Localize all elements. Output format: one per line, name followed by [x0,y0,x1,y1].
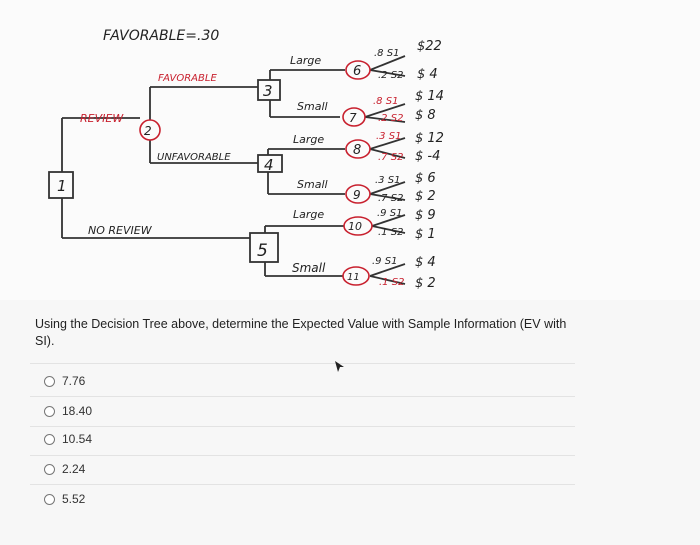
n11-s1-prob: .9 S1 [372,256,397,267]
option-1[interactable]: 7.76 [44,374,85,388]
node5-small-label: Small [292,261,326,275]
question-text: Using the Decision Tree above, determine… [35,317,567,348]
favorable-label: FAVORABLE [158,73,217,84]
node-8-label: 8 [353,143,361,158]
node-7-label: 7 [349,111,357,125]
n7-s1-payoff: $ 14 [415,89,444,104]
option-5-radio[interactable] [44,493,55,505]
divider [30,396,575,397]
option-2-radio[interactable] [44,405,55,417]
n8-s2-payoff: $ -4 [415,149,440,164]
option-3-radio[interactable] [44,433,55,445]
n6-s2-payoff: $ 4 [417,67,438,82]
n10-s2-payoff: $ 1 [415,227,436,242]
node-11-circle [342,266,370,286]
n10-s1-payoff: $ 9 [415,208,436,223]
n7-s2-prob: .2 S2 [378,113,403,124]
n6-s2-prob: .2 S2 [378,70,403,81]
node4-small-label: Small [297,178,328,191]
divider [30,455,575,456]
n8-s1-payoff: $ 12 [415,131,444,146]
option-4[interactable]: 2.24 [44,462,85,476]
option-3[interactable]: 10.54 [44,432,92,446]
option-1-radio[interactable] [44,375,55,387]
n8-s2-prob: .7 S2 [378,152,403,163]
node-8-circle [345,139,371,159]
node-2-label: 2 [144,124,152,138]
option-5[interactable]: 5.52 [44,492,85,506]
node-1-label: 1 [57,177,67,195]
favorable-prob-label: FAVORABLE=.30 [103,28,219,44]
divider [30,426,575,427]
n11-s2-prob: .1 S2 [379,277,404,288]
node-3-box [257,79,281,101]
node3-small-label: Small [297,100,328,113]
node4-large-label: Large [293,133,324,146]
node-9-circle [345,184,371,204]
node-4-box [257,154,283,173]
node-3-label: 3 [263,82,273,100]
decision-tree-image: 1 2 3 4 5 6 7 8 9 10 11 FAVORABLE=.30 RE… [48,28,444,291]
n8-s1-prob: .3 S1 [376,131,401,142]
node-11-label: 11 [347,272,360,283]
review-label: REVIEW [80,112,124,125]
unfavorable-label: UNFAVORABLE [157,152,231,163]
option-2-label: 18.40 [62,404,93,418]
node-2-circle [139,119,161,141]
node5-large-label: Large [293,208,324,221]
node-7-circle [342,107,366,127]
node-4-label: 4 [264,156,274,174]
n7-s2-payoff: $ 8 [415,108,436,123]
node-10-circle [343,216,373,236]
divider [30,484,575,485]
n7-s1-prob: .8 S1 [373,96,398,107]
option-2[interactable]: 18.40 [44,404,92,418]
option-4-radio[interactable] [44,463,55,475]
n11-s1-payoff: $ 4 [415,255,436,270]
node-9-label: 9 [353,188,361,202]
option-4-label: 2.24 [62,462,86,476]
option-3-label: 10.54 [62,432,93,446]
n10-s1-prob: .9 S1 [377,208,402,219]
mouse-cursor-icon [335,361,344,372]
option-1-label: 7.76 [62,374,86,388]
n10-s2-prob: .1 S2 [378,227,403,238]
n9-s2-prob: .7 S2 [378,193,403,204]
node3-large-label: Large [290,54,321,67]
no-review-label: NO REVIEW [88,224,153,237]
n9-s1-prob: .3 S1 [375,175,400,186]
decision-tree: 1 2 3 4 5 6 7 8 9 10 11 FAVORABLE=.30 RE… [48,28,444,291]
n6-s1-payoff: $22 [417,39,442,54]
node-5-box [249,232,279,263]
n9-s1-payoff: $ 6 [415,171,436,186]
node-6-label: 6 [353,64,361,79]
node-10-label: 10 [348,220,362,233]
n11-s2-payoff: $ 2 [415,276,436,291]
option-5-label: 5.52 [62,492,86,506]
node-6-circle [345,60,371,80]
n6-s1-prob: .8 S1 [374,48,399,59]
n9-s2-payoff: $ 2 [415,189,436,204]
node-1-box [48,171,74,199]
node-5-label: 5 [257,241,268,261]
divider [30,363,575,364]
